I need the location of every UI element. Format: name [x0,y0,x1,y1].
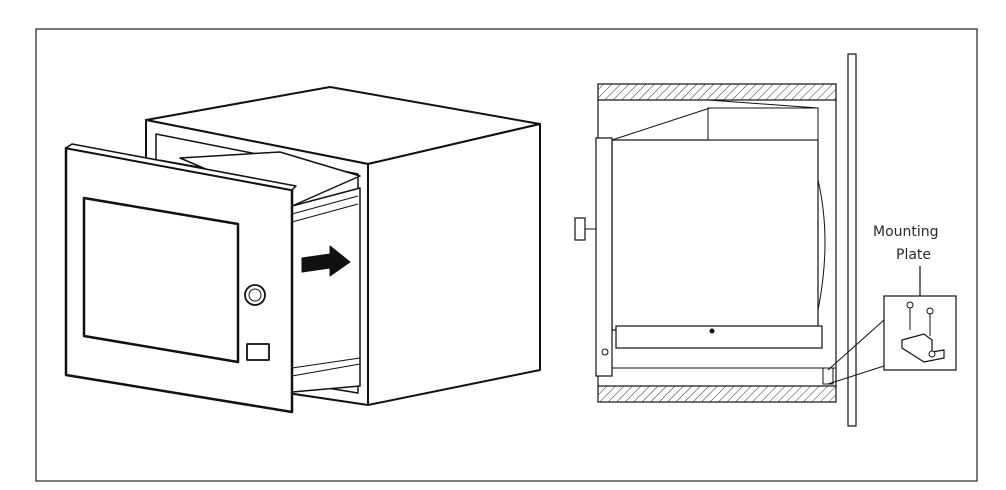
microwave-side [291,187,361,393]
microwave-section-handle [574,217,586,241]
microwave-section-base [615,325,823,349]
mounting-plate-detail [883,266,957,371]
bracket-hole [928,350,936,358]
screw-right-head [926,307,934,315]
microwave-base-line-2 [291,363,361,377]
door-screw [601,348,609,356]
control-display [246,343,270,361]
microwave-back-curve [817,179,826,311]
cabinet-top-section [597,83,837,101]
microwave-vent-line [611,107,711,141]
microwave-section-top [707,107,819,141]
microwave-section-door [595,137,613,377]
callout-leader-top [827,319,885,371]
microwave-top-line [707,99,819,109]
callout-label-line2: Plate [896,247,931,263]
microwave-window [82,196,240,364]
microwave-base-line [291,357,361,369]
wall-panel [847,53,857,427]
mounting-plate-point [822,367,834,385]
screw-left-head [906,301,914,309]
insert-direction-arrow [301,245,351,277]
microwave-section-body [611,139,819,331]
cabinet-side [367,123,541,406]
cabinet-bottom-section [597,385,837,403]
cabinet-perspective-view [64,86,541,414]
cabinet-section-view [574,53,885,427]
callout-label-line1: Mounting [873,224,939,240]
base-screw [709,328,715,334]
microwave-rail-lower [291,203,359,223]
callout-leader-bottom [827,365,885,385]
microwave-rail [291,195,359,215]
control-knob-inner [248,288,262,302]
microwave-door-edge [65,143,297,191]
